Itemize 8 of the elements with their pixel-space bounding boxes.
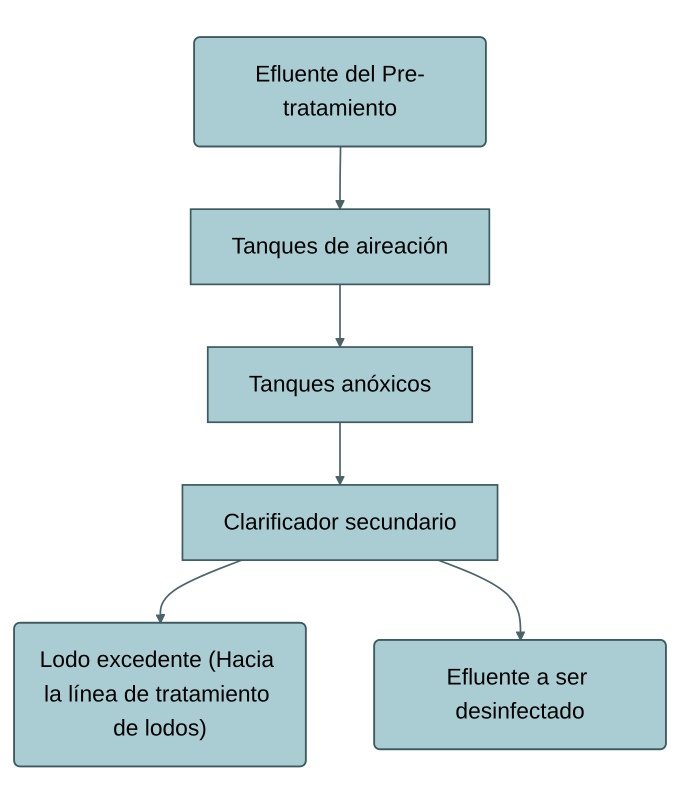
arrow	[438, 560, 526, 642]
node-box: Tanques de aireación	[190, 208, 490, 286]
arrow	[334, 284, 346, 348]
arrow	[155, 560, 242, 624]
node-box: Tanques anóxicos	[206, 346, 474, 424]
arrow	[334, 422, 346, 486]
arrow	[334, 147, 346, 210]
node-box: Clarificador secundario	[182, 484, 498, 562]
